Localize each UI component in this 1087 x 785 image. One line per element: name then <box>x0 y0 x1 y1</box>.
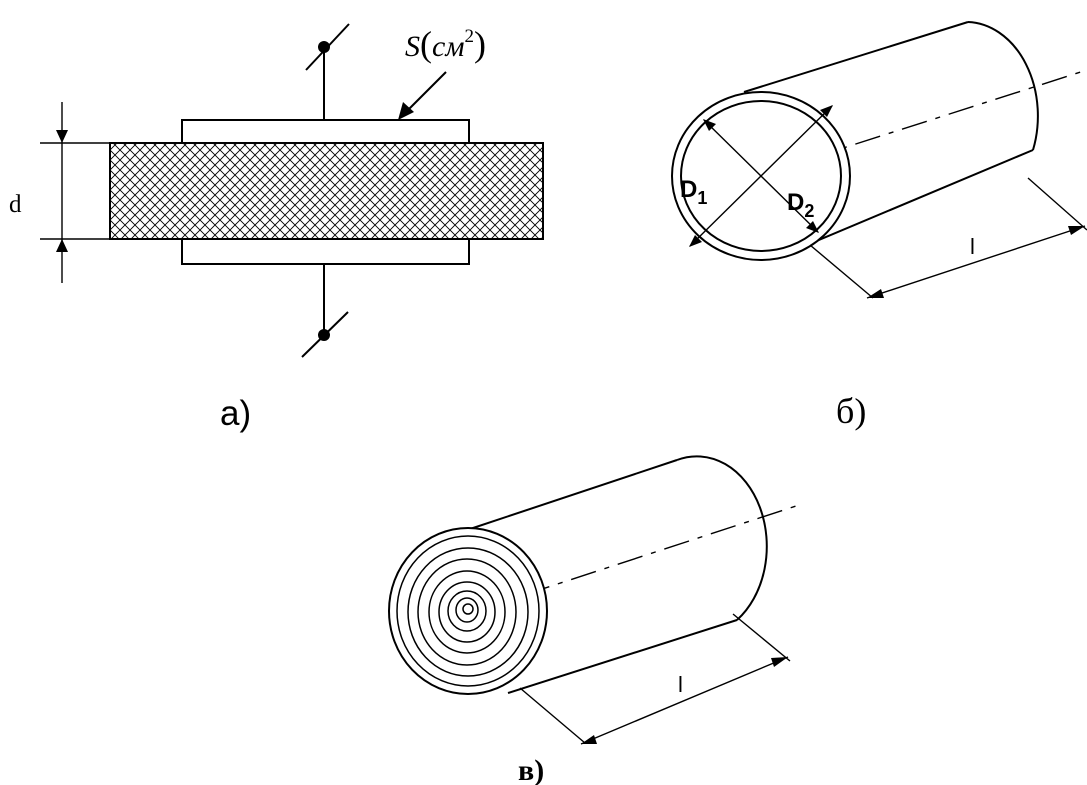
roll-length-arrow-near <box>581 735 597 744</box>
length-ext-near <box>809 244 874 299</box>
roll-turn-5 <box>438 581 496 643</box>
roll-end-outer <box>388 527 548 695</box>
diameter-line-2 <box>689 105 833 247</box>
roll-turn-7 <box>455 597 479 623</box>
diameter-inner-label: D1 <box>680 176 707 208</box>
d2-arrow-top <box>820 105 833 117</box>
roll-turn-2 <box>407 547 529 677</box>
d1-arrow-bottom <box>806 221 819 233</box>
diameter-outer-label: D2 <box>787 189 814 221</box>
d1-arrow-top <box>703 119 716 131</box>
caption-a: а) <box>220 394 251 433</box>
roll-turn-8 <box>462 603 474 615</box>
area-pointer-arrow <box>403 71 447 115</box>
roll-turn-6 <box>447 590 487 632</box>
cylinder-top-edge <box>743 21 969 93</box>
roll-turn-1 <box>396 535 540 687</box>
roll-top-edge <box>466 459 678 531</box>
d1-letter: D <box>680 176 697 203</box>
caption-c: в) <box>518 754 544 785</box>
figure-b: D1 D2 l б) <box>671 21 1087 431</box>
length-label-b: l <box>970 234 975 259</box>
d2-arrow-bottom <box>689 235 702 247</box>
length-arrow-far <box>1068 226 1085 235</box>
dielectric-slab <box>109 142 544 240</box>
roll-bottom-edge <box>507 619 738 694</box>
area-symbol: S <box>405 30 420 63</box>
roll-length-dim-line <box>580 656 789 745</box>
length-ext-far <box>1027 177 1087 231</box>
length-label-c: l <box>678 672 683 697</box>
inner-ring <box>680 100 842 252</box>
figure-c: l в) <box>388 455 797 785</box>
top-terminal-dot <box>318 41 330 53</box>
bottom-terminal-dot <box>318 329 330 341</box>
thickness-label: d <box>9 191 22 218</box>
d2-sub: 2 <box>804 201 814 221</box>
d2-letter: D <box>787 189 804 216</box>
dim-arrow-bottom <box>56 239 68 252</box>
area-pointer-arrowhead <box>398 102 414 120</box>
area-unit: см <box>432 30 464 63</box>
roll-length-ext-far <box>732 613 791 662</box>
figure-a: d S(см2) а) <box>9 23 544 433</box>
area-close-paren: ) <box>474 24 486 64</box>
area-label: S(см2) <box>405 24 486 64</box>
caption-b: б) <box>836 391 866 431</box>
roll-far-end <box>676 455 768 621</box>
area-open-paren: ( <box>420 24 432 64</box>
roll-turn-3 <box>417 558 517 666</box>
d1-sub: 1 <box>697 188 707 208</box>
length-dim-line <box>866 225 1086 299</box>
bottom-electrode <box>181 238 470 265</box>
dim-arrow-top <box>56 130 68 143</box>
cylinder-far-end <box>967 21 1039 151</box>
length-arrow-near <box>867 289 884 298</box>
roll-length-arrow-far <box>771 657 788 667</box>
roll-turn-4 <box>428 570 506 654</box>
area-power: 2 <box>464 26 474 47</box>
roll-length-ext-near <box>519 687 586 744</box>
top-electrode <box>181 119 470 144</box>
